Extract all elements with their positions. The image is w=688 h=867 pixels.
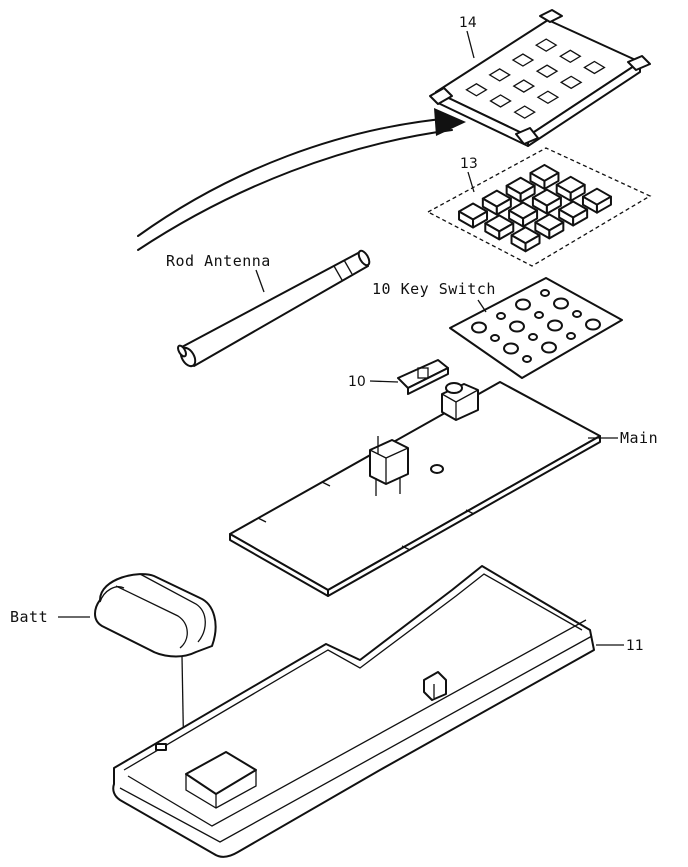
frame-hole: [513, 105, 536, 119]
frame-hole: [488, 68, 511, 82]
assembly-arrow: [137, 108, 466, 251]
switch-dome: [534, 311, 544, 319]
switch-dome: [471, 321, 487, 334]
switch-dome: [541, 341, 557, 354]
switch-dome: [572, 310, 582, 318]
frame-hole: [535, 64, 559, 78]
switch-dome: [540, 289, 550, 297]
frame-hole: [511, 53, 535, 67]
key-cap: [558, 200, 589, 227]
key-switch-mat: [449, 277, 623, 379]
key-cap: [529, 163, 560, 190]
switch-dome: [490, 334, 500, 342]
key-cap: [481, 189, 512, 216]
main-label: Main: [620, 429, 658, 447]
part-13-label: 13: [460, 156, 478, 172]
key-caps-part-13: [426, 147, 652, 267]
key-cap: [581, 187, 612, 214]
case-part-11: [112, 565, 595, 858]
switch-dome: [522, 355, 532, 363]
part-14-label: 14: [459, 15, 477, 31]
rod-antenna: [177, 249, 371, 368]
rod-antenna-label: Rod Antenna: [166, 252, 271, 270]
key-cap: [510, 226, 541, 253]
switch-dome: [547, 319, 563, 332]
switch-dome: [553, 297, 569, 310]
switch-dome: [566, 332, 576, 340]
switch-dome: [496, 312, 506, 320]
frame-hole: [534, 38, 558, 52]
key-cap: [555, 175, 586, 202]
frame-hole: [536, 90, 560, 105]
key-cap: [531, 188, 562, 215]
switch-dome: [503, 342, 519, 355]
frame-hole: [512, 79, 536, 93]
key-cap: [534, 213, 565, 240]
batt-label: Batt: [10, 608, 48, 626]
frame-hole: [489, 94, 512, 108]
part-10-label: 10: [348, 374, 366, 390]
frame-hole: [583, 60, 606, 75]
frame-hole: [559, 75, 583, 90]
component-part-10: [397, 359, 449, 395]
part-11-label: 11: [626, 638, 644, 654]
key-switch-label: 10 Key Switch: [372, 280, 496, 298]
switch-dome: [585, 318, 601, 331]
key-cap: [484, 214, 515, 241]
frame-hole: [559, 49, 582, 64]
key-cap: [458, 202, 489, 229]
main-circuit-board: [229, 381, 601, 597]
frame-hole: [465, 83, 488, 97]
switch-dome: [509, 320, 525, 333]
switch-dome: [515, 298, 531, 311]
key-cap: [508, 201, 539, 228]
battery-pack: [94, 573, 217, 658]
switch-dome: [528, 333, 538, 341]
key-cap: [505, 176, 536, 203]
keypad-frame-part-14: [429, 9, 651, 147]
